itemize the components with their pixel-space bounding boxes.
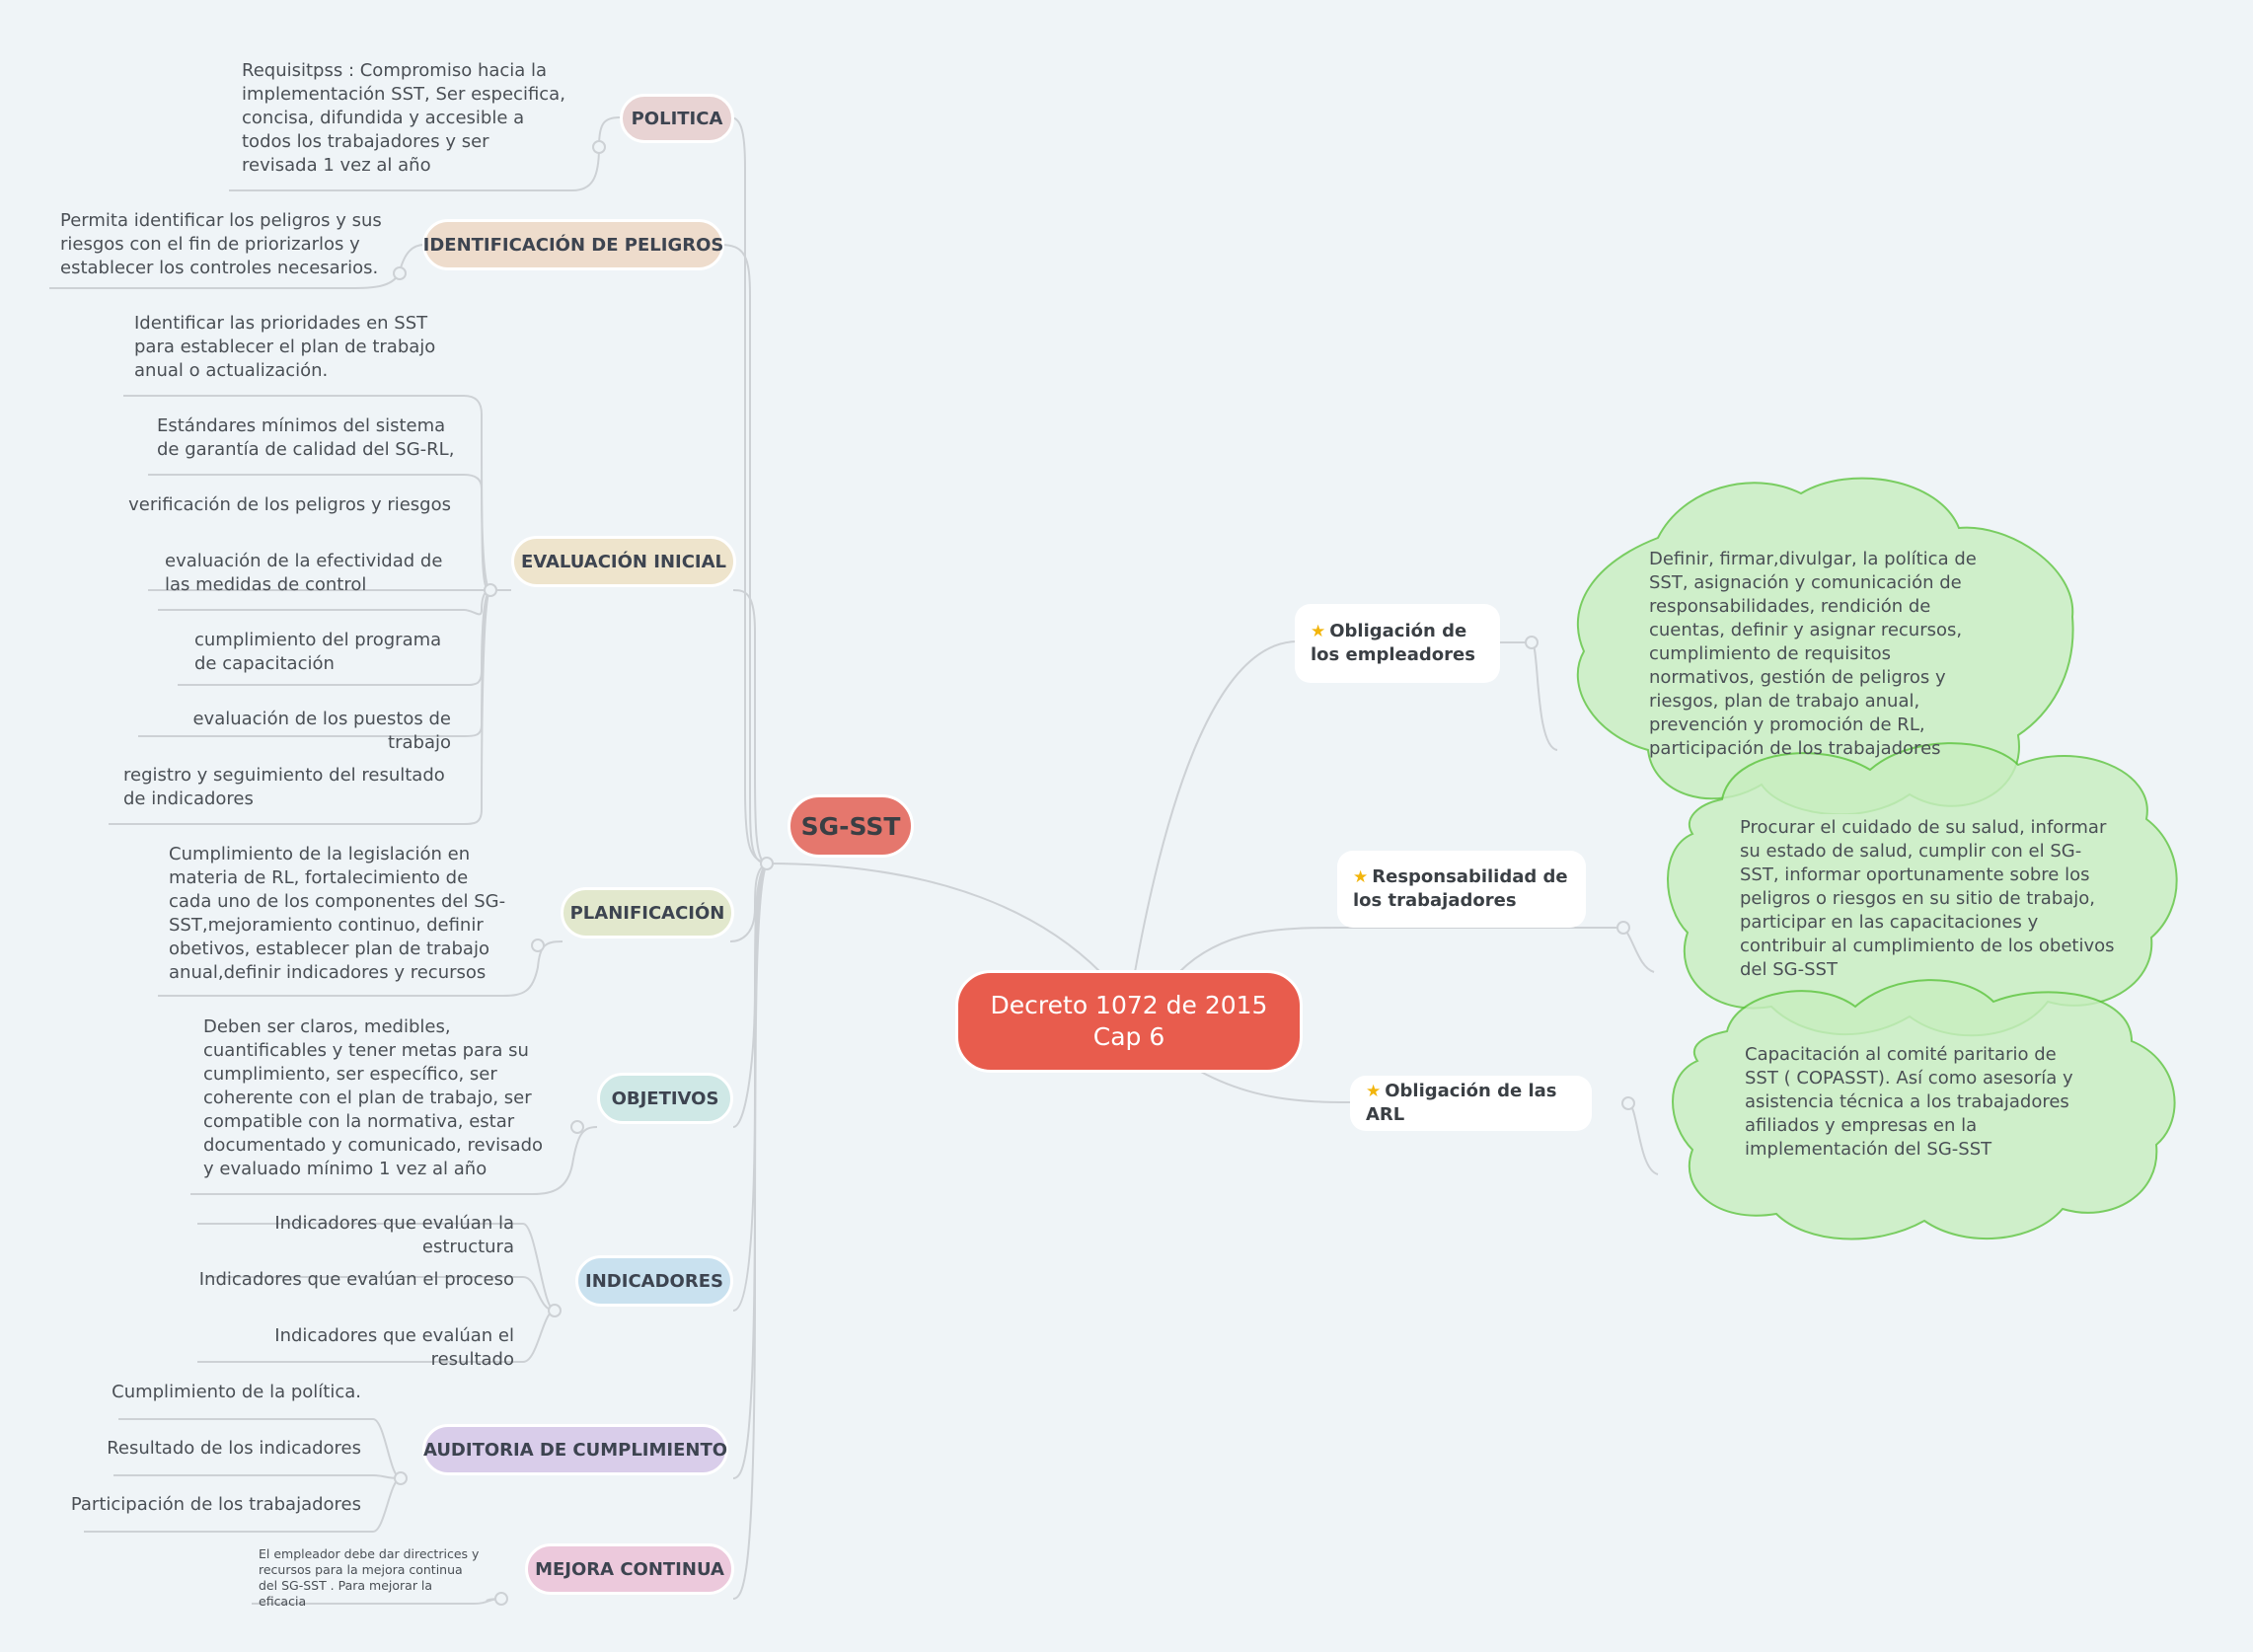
cloud-shape-arl (1668, 962, 2181, 1248)
branch-label: AUDITORIA DE CUMPLIMIENTO (422, 1439, 728, 1461)
evaluacion-detail-4: evaluación de la efectividad de las medi… (165, 551, 443, 595)
branch-label: MEJORA CONTINUA (535, 1558, 724, 1580)
branch-auditoria[interactable]: AUDITORIA DE CUMPLIMIENTO (422, 1424, 728, 1475)
responsabilidad-trabajadores[interactable]: ★Responsabilidad de los trabajadores (1337, 851, 1586, 928)
obligacion-arl[interactable]: ★Obligación de las ARL (1350, 1076, 1592, 1131)
branch-indicadores[interactable]: INDICADORES (575, 1255, 733, 1307)
root-title: Decreto 1072 de 2015 Cap 6 (990, 991, 1268, 1051)
branch-politica[interactable]: POLITICA (620, 94, 734, 143)
branch-evaluacion-inicial[interactable]: EVALUACIÓN INICIAL (511, 536, 736, 587)
cloud-outline (1672, 979, 2176, 1240)
obligation-label: Responsabilidad de los trabajadores (1353, 866, 1568, 911)
indicadores-detail-1: Indicadores que evalúan la estructura (274, 1213, 514, 1257)
evaluacion-detail-3: verificación de los peligros y riesgos (128, 494, 451, 515)
sgsst-topic[interactable]: SG-SST (788, 794, 914, 858)
sgsst-title: SG-SST (800, 811, 901, 841)
branch-label: OBJETIVOS (611, 1088, 719, 1109)
branch-label: PLANIFICACIÓN (569, 902, 725, 924)
branch-label: INDICADORES (585, 1270, 723, 1292)
trabajadores-detail: Procurar el cuidado de su salud, informa… (1740, 817, 2115, 980)
identificacion-detail: Permita identificar los peligros y sus r… (60, 210, 382, 278)
evaluacion-detail-5: cumplimiento del programa de capacitació… (194, 630, 442, 674)
auditoria-detail-1: Cumplimiento de la política. (112, 1382, 361, 1402)
branch-label: IDENTIFICACIÓN DE PELIGROS (422, 234, 724, 256)
auditoria-detail-3: Participación de los trabajadores (70, 1494, 361, 1515)
branch-mejora-continua[interactable]: MEJORA CONTINUA (525, 1543, 734, 1595)
evaluacion-detail-2: Estándares mínimos del sistema de garant… (157, 415, 455, 460)
star-icon: ★ (1353, 867, 1369, 887)
empleadores-detail: Definir, firmar,divulgar, la política de… (1649, 549, 1977, 759)
star-icon: ★ (1366, 1082, 1382, 1101)
star-icon: ★ (1311, 622, 1326, 641)
obligacion-empleadores[interactable]: ★Obligación de los empleadores (1295, 604, 1500, 683)
obligation-label: Obligación de las ARL (1366, 1081, 1557, 1125)
root-topic[interactable]: Decreto 1072 de 2015 Cap 6 (955, 970, 1303, 1073)
objetivos-detail: Deben ser claros, medibles, cuantificabl… (203, 1016, 544, 1179)
indicadores-detail-3: Indicadores que evalúan el resultado (274, 1325, 514, 1370)
mejora-detail: El empleador debe dar directrices y recu… (259, 1546, 480, 1609)
auditoria-detail-2: Resultado de los indicadores (107, 1438, 361, 1459)
evaluacion-detail-1: Identificar las prioridades en SST para … (134, 313, 436, 381)
branch-label: EVALUACIÓN INICIAL (520, 551, 727, 572)
evaluacion-detail-6: evaluación de los puestos de trabajo (192, 709, 451, 753)
branch-identificacion[interactable]: IDENTIFICACIÓN DE PELIGROS (422, 219, 724, 270)
arl-detail: Capacitación al comité paritario de SST … (1745, 1044, 2073, 1160)
branch-objetivos[interactable]: OBJETIVOS (597, 1073, 733, 1124)
branch-planificacion[interactable]: PLANIFICACIÓN (561, 887, 734, 939)
evaluacion-detail-7: registro y seguimiento del resultado de … (123, 765, 445, 809)
indicadores-detail-2: Indicadores que evalúan el proceso (198, 1269, 514, 1290)
branch-label: POLITICA (631, 108, 723, 129)
obligation-label: Obligación de los empleadores (1311, 621, 1475, 665)
planificacion-detail: Cumplimiento de la legislación en materi… (169, 844, 506, 983)
politica-detail: Requisitpss : Compromiso hacia la implem… (242, 60, 565, 176)
